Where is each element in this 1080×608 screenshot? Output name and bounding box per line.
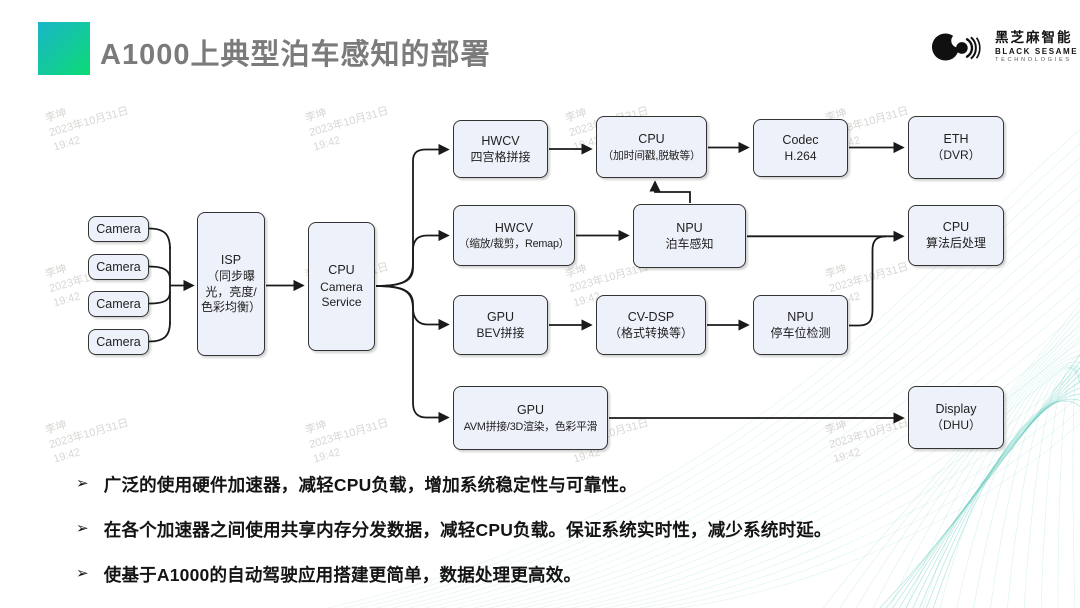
node-gpu-avm: GPU AVM拼接/3D渲染，色彩平滑 bbox=[453, 386, 608, 450]
node-cpu-postprocess: CPU 算法后处理 bbox=[908, 205, 1004, 266]
logo-cn: 黑芝麻智能 bbox=[995, 30, 1073, 46]
node-camera-4: Camera bbox=[88, 329, 149, 355]
bullet-item-2: ➢ 在各个加速器之间使用共享内存分发数据，减轻CPU负载。保证系统实时性，减少系… bbox=[76, 517, 1036, 542]
node-cv-dsp: CV-DSP （格式转换等） bbox=[596, 295, 706, 355]
node-codec-h264: Codec H.264 bbox=[753, 119, 848, 177]
bullet-text: 广泛的使用硬件加速器，减轻CPU负载，增加系统稳定性与可靠性。 bbox=[103, 475, 637, 495]
logo-en1: BLACK SESAME bbox=[995, 46, 1079, 56]
black-sesame-logo-icon bbox=[931, 33, 981, 61]
node-npu-parking-perception: NPU 泊车感知 bbox=[633, 204, 746, 268]
bullet-text: 在各个加速器之间使用共享内存分发数据，减轻CPU负载。保证系统实时性，减少系统时… bbox=[103, 520, 832, 540]
bullet-text: 使基于A1000的自动驾驶应用搭建更简单，数据处理更高效。 bbox=[103, 565, 582, 585]
title-accent-square bbox=[38, 22, 90, 75]
node-eth-dvr: ETH （DVR） bbox=[908, 116, 1004, 179]
node-camera-2: Camera bbox=[88, 254, 149, 280]
company-logo: 黑芝麻智能 BLACK SESAME TECHNOLOGIES bbox=[930, 24, 1078, 70]
node-cpu-camera-service: CPU Camera Service bbox=[308, 222, 375, 351]
bullet-marker: ➢ bbox=[76, 565, 89, 582]
node-cpu-timestamp: CPU （加时间戳,脱敏等） bbox=[596, 116, 707, 178]
cpucs-fanout-arrows bbox=[375, 143, 450, 424]
camera-merge-lines bbox=[148, 227, 195, 343]
logo-en2: TECHNOLOGIES bbox=[995, 57, 1072, 64]
logo-text: 黑芝麻智能 BLACK SESAME TECHNOLOGIES bbox=[995, 30, 1078, 63]
node-hwcv-quad: HWCV 四宫格拼接 bbox=[453, 120, 548, 178]
bullet-item-3: ➢ 使基于A1000的自动驾驶应用搭建更简单，数据处理更高效。 bbox=[76, 562, 1036, 587]
node-gpu-bev: GPU BEV拼接 bbox=[453, 295, 548, 355]
node-display-dhu: Display （DHU） bbox=[908, 386, 1004, 449]
node-isp: ISP （同步曝光，亮度/色彩均衡） bbox=[197, 212, 265, 356]
bullet-marker: ➢ bbox=[76, 475, 89, 492]
node-camera-1: Camera bbox=[88, 216, 149, 242]
node-npu-slot-detect: NPU 停车位检测 bbox=[753, 295, 848, 355]
bullet-marker: ➢ bbox=[76, 520, 89, 537]
bullet-list: ➢ 广泛的使用硬件加速器，减轻CPU负载，增加系统稳定性与可靠性。 ➢ 在各个加… bbox=[76, 472, 1036, 607]
node-camera-3: Camera bbox=[88, 291, 149, 317]
bullet-item-1: ➢ 广泛的使用硬件加速器，减轻CPU负载，增加系统稳定性与可靠性。 bbox=[76, 472, 1036, 497]
page-title: A1000上典型泊车感知的部署 bbox=[100, 39, 491, 71]
node-hwcv-remap: HWCV （缩放/裁剪，Remap） bbox=[453, 205, 575, 266]
